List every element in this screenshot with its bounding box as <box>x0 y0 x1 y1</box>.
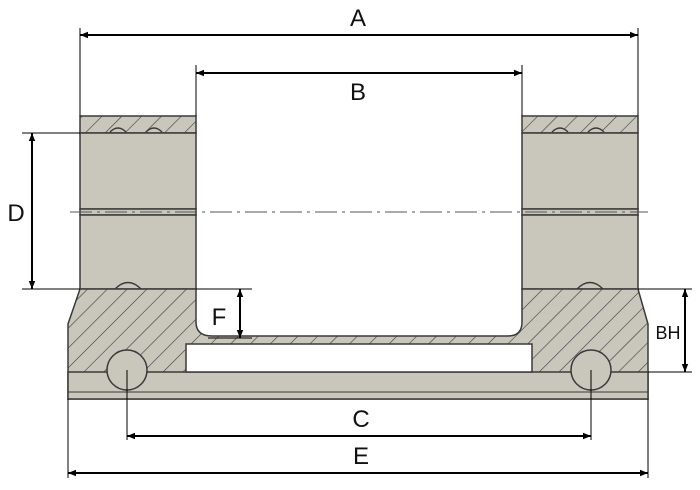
right-lower-block <box>521 214 639 290</box>
dimension-e-label: E <box>353 443 369 470</box>
dimension-bh-label: BH <box>655 323 680 343</box>
base-rail-strip <box>67 371 649 400</box>
right-ring-half <box>521 115 639 290</box>
base-slot <box>185 343 533 373</box>
right-screw-heads <box>551 127 605 133</box>
dimension-b-label: B <box>350 79 366 106</box>
mount-base <box>67 288 649 400</box>
right-upper-block <box>521 132 639 210</box>
dimension-d-label: D <box>7 200 24 227</box>
dimension-f-label: F <box>212 304 227 331</box>
right-cap-section <box>521 115 639 134</box>
dimension-lines <box>28 31 689 477</box>
left-lower-block <box>79 214 197 290</box>
dimension-a-label: A <box>350 5 366 32</box>
left-screw-heads <box>109 127 163 133</box>
left-cap-section <box>79 115 197 134</box>
dimension-c-label: C <box>352 406 369 433</box>
left-ring-half <box>79 115 197 290</box>
left-upper-block <box>79 132 197 210</box>
